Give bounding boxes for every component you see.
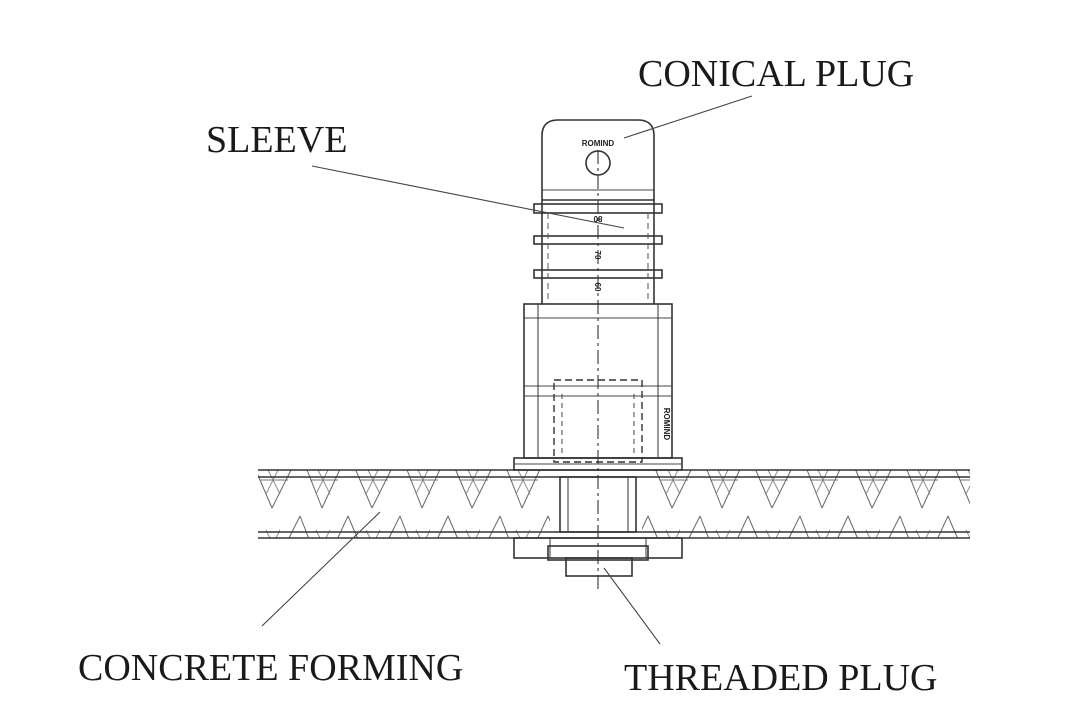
- leader-lines: [261, 95, 753, 645]
- leader-sleeve: [311, 165, 625, 229]
- label-threaded-plug: THREADED PLUG: [624, 657, 937, 699]
- label-concrete-forming: CONCRETE FORMING: [78, 647, 463, 689]
- leader-conical-plug: [623, 95, 753, 139]
- label-conical-plug: CONICAL PLUG: [638, 53, 914, 95]
- label-sleeve: SLEEVE: [206, 119, 347, 161]
- scale-mark-70: 70: [593, 251, 602, 260]
- inner-bore-hidden-lines: [553, 379, 643, 463]
- brand-mark-top: ROMIND: [582, 139, 615, 148]
- brand-mark-side: ROMIND: [662, 408, 671, 441]
- leader-threaded-plug: [603, 567, 661, 645]
- leader-concrete-forming: [261, 511, 381, 627]
- scale-mark-80: 80: [593, 214, 602, 223]
- concrete-forming-slab: [258, 469, 970, 539]
- scale-mark-60: 60: [593, 283, 602, 292]
